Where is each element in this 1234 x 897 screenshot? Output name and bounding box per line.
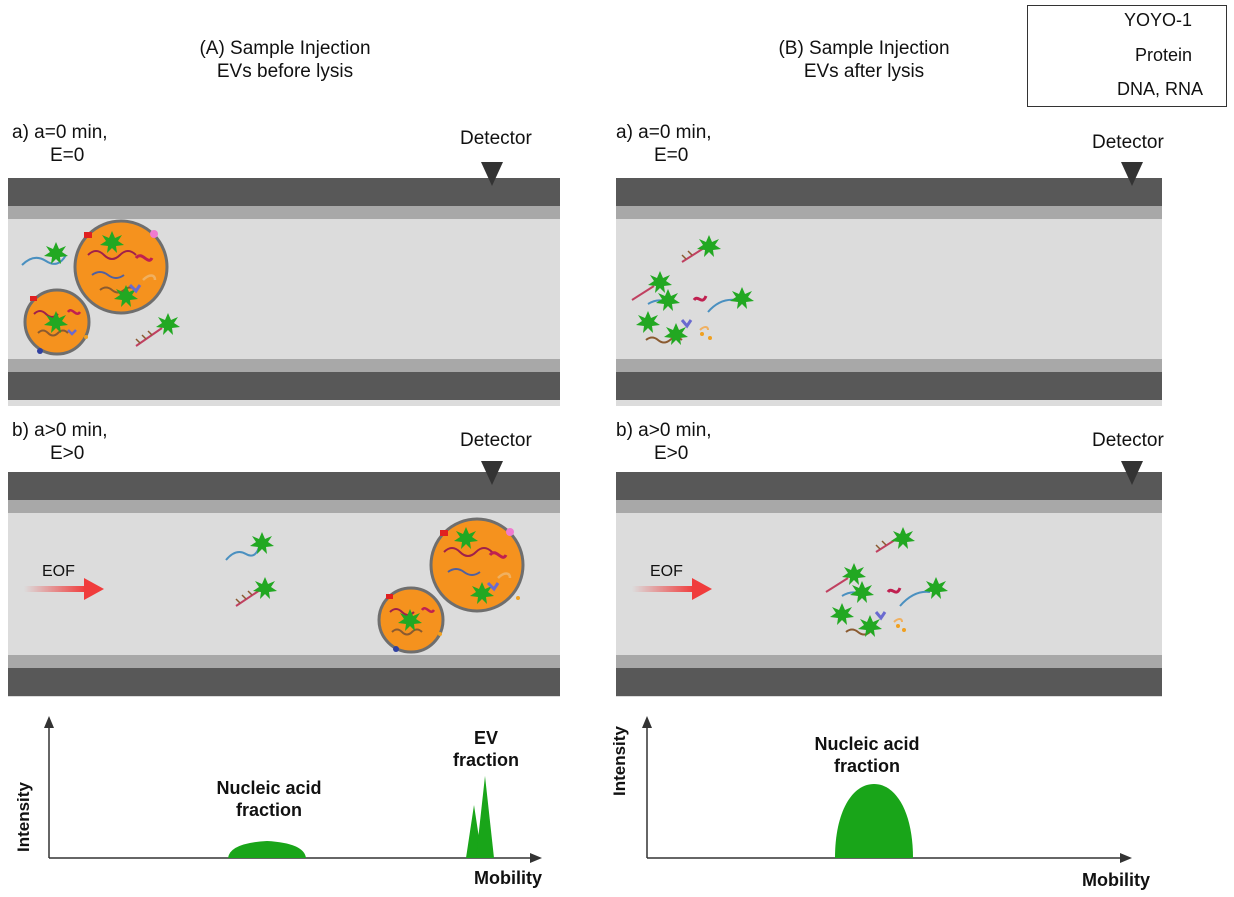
panel-b-stage-a-line2: E=0 <box>654 144 689 166</box>
panel-a-title: (A) Sample Injection EVs before lysis <box>170 38 400 84</box>
eof-arrow-b-shaft <box>632 586 694 592</box>
panel-a-stage-b-label: b) a>0 min, E>0 <box>12 420 108 466</box>
lysed-contents-b-bottom <box>825 527 948 637</box>
graph-b-nucleic-line2: fraction <box>833 755 900 776</box>
graph-a-nucleic-label: Nucleic acid fraction <box>194 778 344 821</box>
graph-a-nucleic-line1: Nucleic acid <box>216 778 322 798</box>
free-rna-a-top-1 <box>135 313 180 347</box>
detector-triangle-b-top <box>1121 162 1143 186</box>
panel-b-stage-b-line2: E>0 <box>654 442 689 464</box>
eof-arrow-a-shaft <box>24 586 86 592</box>
panel-b-stage-b-label: b) a>0 min, E>0 <box>616 420 712 466</box>
eof-arrow-b-head <box>692 578 712 600</box>
graph-b-ylabel: Intensity <box>610 726 629 796</box>
lysed-contents-b-top <box>631 235 754 345</box>
graph-b-xlabel: Mobility <box>1082 870 1150 890</box>
free-dna-a-bottom-1 <box>225 532 274 561</box>
detector-triangle-a-bottom <box>481 461 503 485</box>
panel-b-detector-bottom: Detector <box>1092 430 1164 451</box>
graph-b-nucleic-line1: Nucleic acid <box>814 734 920 754</box>
graph-a-xlabel: Mobility <box>474 868 542 888</box>
panel-a-stage-b-line2: E>0 <box>50 442 85 464</box>
panel-a-detector-top: Detector <box>460 128 532 149</box>
panel-b-stage-b-line1: b) a>0 min, <box>616 420 712 441</box>
channel-b-bottom <box>616 472 1162 697</box>
panel-b-stage-a-label: a) a=0 min, E=0 <box>616 122 712 168</box>
legend-box <box>1027 5 1227 107</box>
panel-b-title-line2: EVs after lysis <box>803 60 925 82</box>
free-dna-a-top-1 <box>21 242 68 266</box>
graph-a-nucleic-peak <box>228 841 306 858</box>
ev-vesicle-small-moved <box>377 586 445 654</box>
graph-a-ev-line1: EV <box>473 728 498 748</box>
legend-label-nucleic: DNA, RNA <box>1117 79 1204 99</box>
panel-b-eof-label: EOF <box>650 563 683 580</box>
panel-a-stage-a-line2: E=0 <box>50 144 85 166</box>
ev-vesicle-large-moved <box>429 517 525 613</box>
panel-b-title: (B) Sample Injection EVs after lysis <box>749 38 979 84</box>
ev-vesicle-large <box>73 219 169 315</box>
ev-vesicle-small <box>23 288 91 356</box>
panel-b-title-line1: (B) Sample Injection <box>778 38 950 59</box>
graph-b-nucleic-peak <box>835 784 913 858</box>
panel-b-detector-top: Detector <box>1092 132 1164 153</box>
graph-b-nucleic-label: Nucleic acid fraction <box>792 734 942 777</box>
eof-arrow-a-head <box>84 578 104 600</box>
channel-b-top <box>616 178 1162 406</box>
panel-a-stage-a-label: a) a=0 min, E=0 <box>12 122 108 168</box>
panel-a-stage-a-line1: a) a=0 min, <box>12 122 108 143</box>
detector-triangle-a-top <box>481 162 503 186</box>
legend-label-protein: Protein <box>1135 45 1193 65</box>
graph-a-nucleic-line2: fraction <box>235 799 302 820</box>
panel-a-title-line2: EVs before lysis <box>216 60 354 82</box>
graph-a-ev-peak-2 <box>476 776 494 858</box>
free-rna-a-bottom-1 <box>235 577 277 607</box>
graph-a-ev-label: EV fraction <box>436 728 536 771</box>
panel-a-title-line1: (A) Sample Injection <box>199 38 371 59</box>
detector-triangle-b-bottom <box>1121 461 1143 485</box>
panel-b-stage-a-line1: a) a=0 min, <box>616 122 712 143</box>
panel-a-eof-label: EOF <box>42 563 75 580</box>
legend-label-yoyo: YOYO-1 <box>1124 10 1193 30</box>
panel-a-stage-b-line1: b) a>0 min, <box>12 420 108 441</box>
graph-a-ylabel: Intensity <box>14 782 33 852</box>
panel-a-detector-bottom: Detector <box>460 430 532 451</box>
graph-a-ev-line2: fraction <box>452 749 519 770</box>
